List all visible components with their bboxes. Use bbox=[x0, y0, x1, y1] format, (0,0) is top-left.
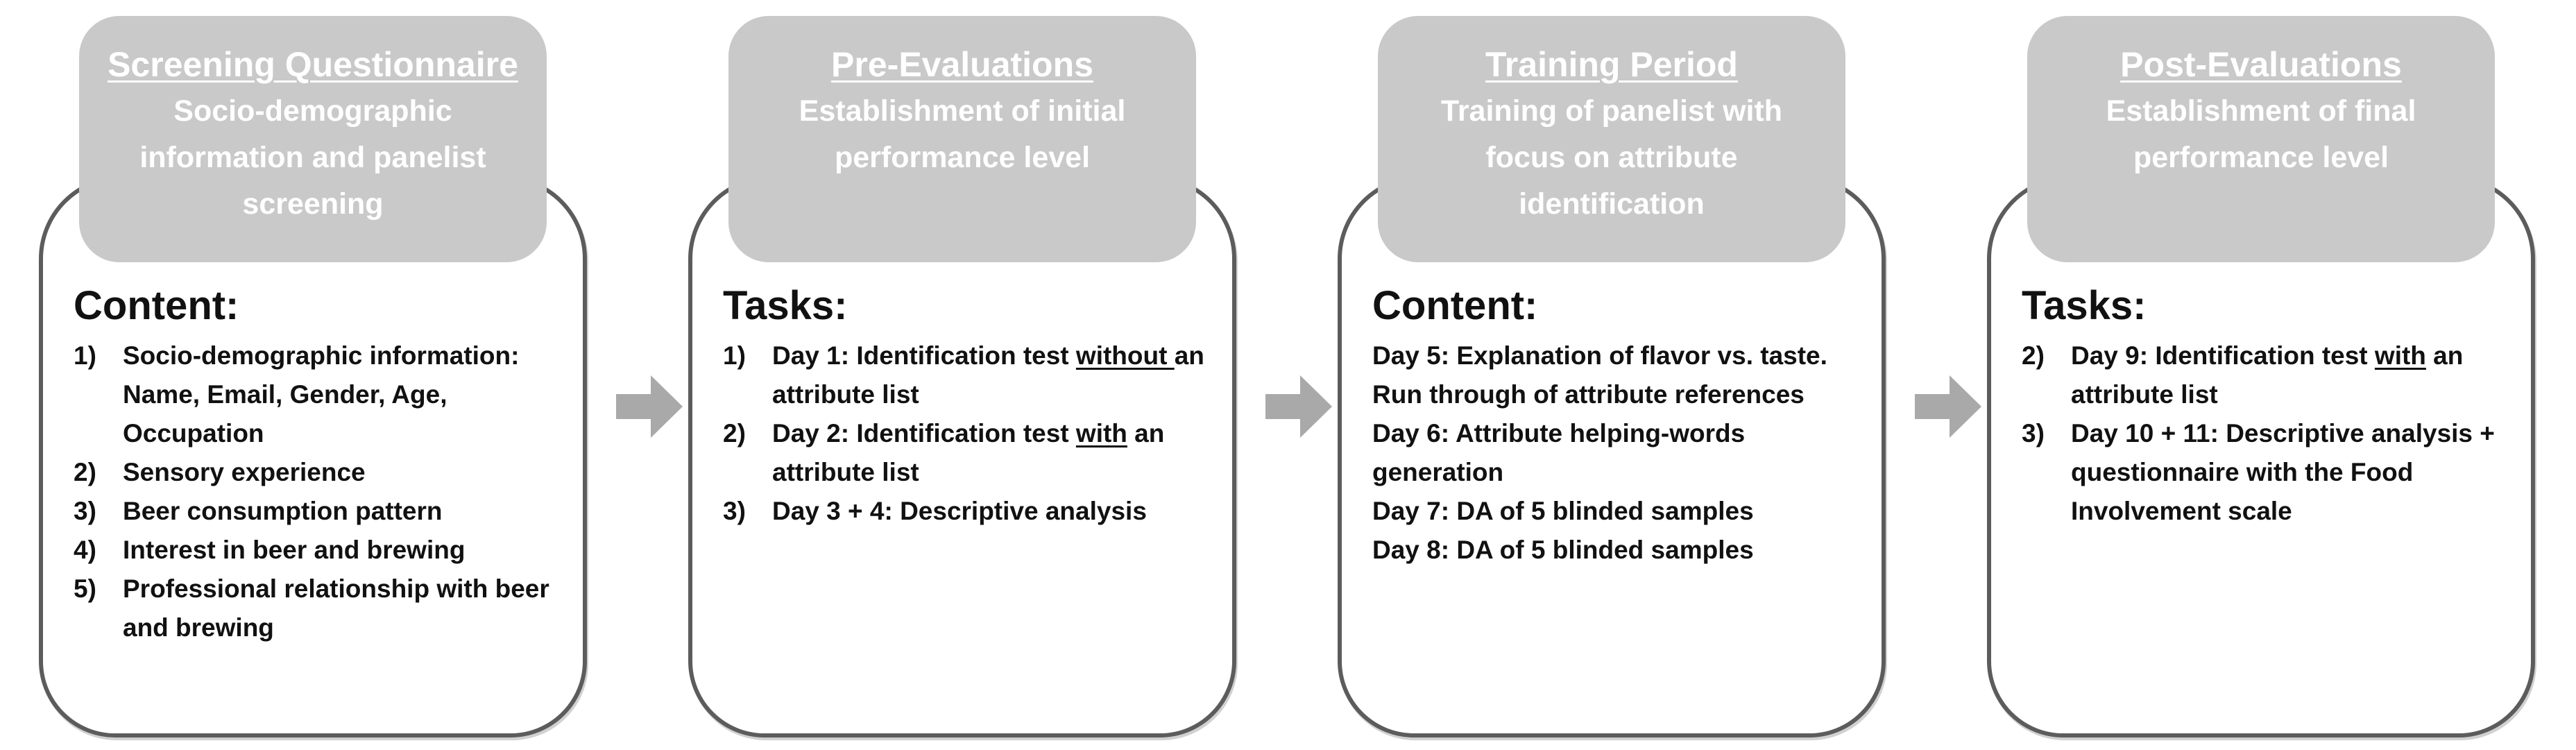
list-item: Day 6: Attribute helping-words generatio… bbox=[1372, 414, 1870, 492]
stage-header: Training Period Training of panelist wit… bbox=[1378, 16, 1845, 262]
list-item: 2) Sensory experience bbox=[74, 453, 572, 492]
stage-pre-evaluations: Pre-Evaluations Establishment of initial… bbox=[676, 16, 1249, 738]
list-item-text: Socio-demographic information: Name, Ema… bbox=[123, 341, 520, 448]
list-item: Day 8: DA of 5 blinded samples bbox=[1372, 531, 1870, 570]
stage-header: Screening Questionnaire Socio-demographi… bbox=[79, 16, 547, 262]
arrow-right-icon bbox=[616, 375, 683, 438]
content-heading: Content: bbox=[1372, 283, 1538, 328]
list-item-number: 2) bbox=[2022, 341, 2045, 370]
stage-title: Training Period bbox=[1485, 45, 1738, 84]
stage-content: Tasks: 1) Day 1: Identification test with… bbox=[723, 280, 1221, 531]
content-heading: Tasks: bbox=[2022, 283, 2147, 328]
item-list: 2) Day 9: Identification test with an att… bbox=[2022, 336, 2520, 531]
stage-post-evaluations: Post-Evaluations Establishment of final … bbox=[1974, 16, 2548, 738]
item-list: 1) Day 1: Identification test without an … bbox=[723, 336, 1221, 531]
list-item-number: 2) bbox=[723, 419, 746, 448]
stage-body bbox=[1987, 176, 2535, 738]
list-item-text: Day 6: Attribute helping-words generatio… bbox=[1372, 419, 1746, 486]
list-item-text: an attribute list bbox=[2071, 341, 2464, 409]
list-item-text: Beer consumption pattern bbox=[123, 497, 443, 525]
stage-title: Pre-Evaluations bbox=[831, 45, 1093, 84]
list-item-text: Day 9: Identification test bbox=[2071, 341, 2375, 370]
stage-subtitle: Establishment of final performance level bbox=[2106, 94, 2416, 174]
list-item-number: 3) bbox=[2022, 419, 2045, 448]
list-item: 2) Day 9: Identification test with an att… bbox=[2022, 336, 2520, 414]
arrow-right-icon bbox=[1915, 375, 1981, 438]
workflow-diagram: Screening Questionnaire Socio-demographi… bbox=[26, 16, 2549, 738]
emphasis-text: with bbox=[1075, 419, 1127, 448]
emphasis-text: with bbox=[2374, 341, 2426, 370]
list-item-number: 5) bbox=[74, 574, 96, 603]
list-item-number: 4) bbox=[74, 536, 96, 564]
list-item: Day 5: Explanation of flavor vs. taste. … bbox=[1372, 336, 1870, 414]
stage-body bbox=[39, 176, 587, 738]
list-item: 4) Interest in beer and brewing bbox=[74, 531, 572, 570]
list-item-number: 1) bbox=[74, 341, 96, 370]
stage-body bbox=[688, 176, 1236, 738]
stage-title: Screening Questionnaire bbox=[108, 45, 518, 84]
stage-subtitle: Establishment of initial performance lev… bbox=[799, 94, 1126, 174]
list-item-text: Day 3 + 4: Descriptive analysis bbox=[772, 497, 1147, 525]
arrow-right-icon bbox=[1265, 375, 1332, 438]
list-item-text: Professional relationship with beer and … bbox=[123, 574, 549, 642]
list-item: 3) Day 10 + 11: Descriptive analysis + qu… bbox=[2022, 414, 2520, 531]
list-item-number: 2) bbox=[74, 458, 96, 486]
content-heading: Tasks: bbox=[723, 283, 848, 328]
list-item-number: 1) bbox=[723, 341, 746, 370]
list-item: 1) Day 1: Identification test without an … bbox=[723, 336, 1221, 414]
stage-content: Tasks: 2) Day 9: Identification test with… bbox=[2022, 280, 2520, 531]
stage-subtitle: Training of panelist with focus on attri… bbox=[1440, 94, 1783, 221]
stage-title: Post-Evaluations bbox=[2120, 45, 2402, 84]
list-item-text: Day 8: DA of 5 blinded samples bbox=[1372, 536, 1754, 564]
stage-training-period: Training Period Training of panelist wit… bbox=[1325, 16, 1898, 738]
stage-subtitle: Socio-demographic information and paneli… bbox=[139, 94, 486, 221]
list-item-number: 3) bbox=[723, 497, 746, 525]
list-item: Day 7: DA of 5 blinded samples bbox=[1372, 492, 1870, 531]
list-item: 2) Day 2: Identification test with an att… bbox=[723, 414, 1221, 492]
stage-header: Pre-Evaluations Establishment of initial… bbox=[728, 16, 1196, 262]
list-item-number: 3) bbox=[74, 497, 96, 525]
list-item-text: an attribute list bbox=[772, 419, 1165, 486]
list-item-text: Sensory experience bbox=[123, 458, 366, 486]
content-heading: Content: bbox=[74, 283, 239, 328]
emphasis-text: without bbox=[1075, 341, 1175, 370]
list-item-text: Day 1: Identification test bbox=[772, 341, 1076, 370]
list-item-text: Day 2: Identification test bbox=[772, 419, 1076, 448]
stage-screening-questionnaire: Screening Questionnaire Socio-demographi… bbox=[26, 16, 599, 738]
list-item-text: Interest in beer and brewing bbox=[123, 536, 466, 564]
list-item-text: Day 5: Explanation of flavor vs. taste. … bbox=[1372, 341, 1827, 409]
list-item-text: Day 10 + 11: Descriptive analysis + ques… bbox=[2071, 419, 2495, 525]
item-list: 1) Socio-demographic information: Name, E… bbox=[74, 336, 572, 647]
list-item: 3) Beer consumption pattern bbox=[74, 492, 572, 531]
stage-header: Post-Evaluations Establishment of final … bbox=[2027, 16, 2495, 262]
list-item-text: Day 7: DA of 5 blinded samples bbox=[1372, 497, 1754, 525]
list-item: 1) Socio-demographic information: Name, E… bbox=[74, 336, 572, 453]
item-list: Day 5: Explanation of flavor vs. taste. … bbox=[1372, 336, 1870, 570]
stage-content: Content: Day 5: Explanation of flavor vs… bbox=[1372, 280, 1870, 570]
stage-body bbox=[1338, 176, 1886, 738]
stage-content: Content: 1) Socio-demographic information… bbox=[74, 280, 572, 647]
list-item-text: an attribute list bbox=[772, 341, 1204, 409]
list-item: 5) Professional relationship with beer an… bbox=[74, 570, 572, 647]
list-item: 3) Day 3 + 4: Descriptive analysis bbox=[723, 492, 1221, 531]
